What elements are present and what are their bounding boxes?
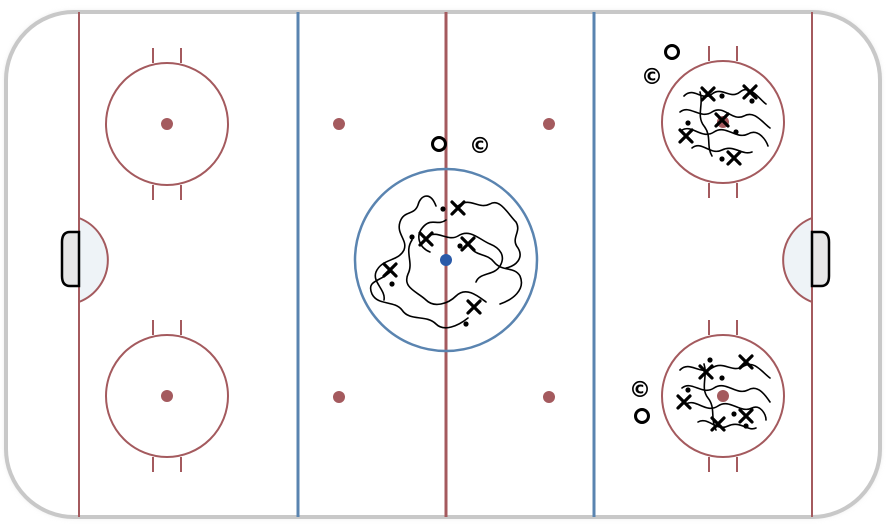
right-top-pucks [685,93,755,162]
center-drill-group [369,195,523,329]
right-top-players [678,84,758,166]
neutral-dot-bottom-left [333,391,345,403]
right-bottom-faceoff-dot [717,390,729,402]
center-players [382,200,482,315]
player-x-icon [450,200,466,216]
right-top-faceoff-circle [661,46,785,198]
neutral-dot-top-left [333,118,345,130]
center-skating-path-6 [467,243,523,305]
right-goal-net [810,230,831,288]
coach-circled-c-icon: © [469,134,491,159]
coach-circled-c-icon: © [629,378,651,403]
neutral-dot-top-right [543,118,555,130]
left-top-faceoff-dot [161,118,173,130]
left-goal-net [60,230,81,288]
cone-open-circle-icon [664,44,680,60]
puck-dot-icon [440,206,446,212]
right-bottom-players [676,354,754,432]
coach-circled-c-icon: © [641,65,663,90]
center-faceoff-circle [353,167,539,353]
player-x-icon [382,262,398,278]
center-skating-path-1 [374,195,437,301]
center-skating-path-3 [427,232,504,283]
right-bottom-faceoff-circle [661,320,785,472]
puck-dot-icon [409,234,415,240]
player-x-icon [418,231,434,247]
puck-dot-icon [389,281,395,287]
right-goal-crease [782,216,813,304]
neutral-dot-bottom-right [543,391,555,403]
rink-markings [60,12,831,517]
center-skating-path-7 [418,219,447,253]
puck-dot-icon [457,243,463,249]
left-bottom-faceoff-dot [161,390,173,402]
left-top-faceoff-circle [105,48,229,200]
center-skating-path-5 [405,239,487,306]
cone-open-circle-icon [431,136,447,152]
center-faceoff-dot [440,254,452,266]
left-bottom-faceoff-circle [105,320,229,472]
right-bottom-pucks [685,357,749,429]
center-pucks [389,206,469,327]
player-x-icon [460,236,476,252]
cone-open-circle-icon [634,408,650,424]
center-skating-path-2 [457,201,521,269]
player-x-icon [466,299,482,315]
puck-dot-icon [463,321,469,327]
left-goal-crease [78,216,109,304]
center-skating-path-4 [369,271,469,329]
